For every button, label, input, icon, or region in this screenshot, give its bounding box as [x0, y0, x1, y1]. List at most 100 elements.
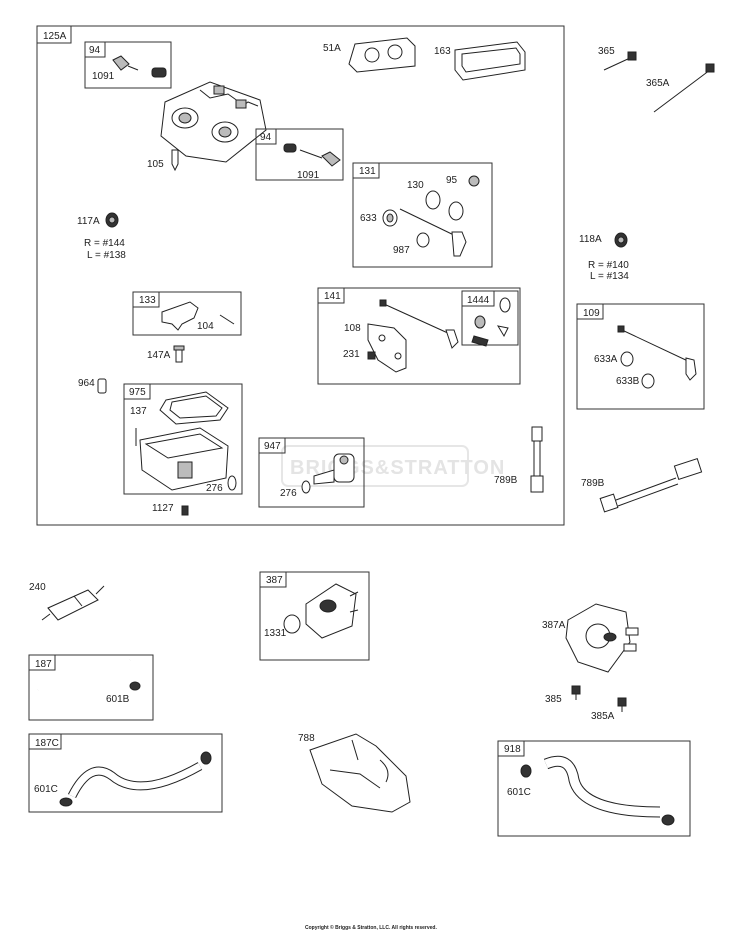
- part-fuel-hose-187[interactable]: [37, 657, 131, 693]
- part-float-pin-104[interactable]: [219, 314, 235, 325]
- part-bracket-788[interactable]: [309, 733, 411, 813]
- callout-964[interactable]: 964: [78, 378, 95, 389]
- group-box-94-mid[interactable]: [255, 128, 344, 181]
- callout-163[interactable]: 163: [434, 46, 451, 57]
- part-fuel-pump-387[interactable]: [305, 583, 359, 639]
- callout-385A[interactable]: 385A: [591, 711, 615, 722]
- part-clamp-601C-918-left[interactable]: [520, 764, 532, 778]
- part-screw-385A[interactable]: [617, 697, 627, 712]
- part-jet-117A[interactable]: [105, 212, 119, 228]
- part-throttle-shaft[interactable]: [399, 208, 467, 257]
- callout-788[interactable]: 788: [298, 733, 315, 744]
- part-shaft-109[interactable]: [617, 325, 697, 381]
- part-seal-633B[interactable]: [641, 373, 655, 389]
- callout-1331[interactable]: 1331: [264, 628, 287, 639]
- part-bolt-365[interactable]: [603, 51, 637, 71]
- group-box-141[interactable]: [317, 287, 521, 385]
- part-choke-plate-108[interactable]: [367, 323, 407, 373]
- part-float-bowl[interactable]: [135, 427, 229, 491]
- callout-789B-small[interactable]: 789B: [494, 475, 518, 486]
- part-float-133[interactable]: [161, 301, 199, 331]
- part-wire-789B-large[interactable]: [599, 458, 703, 513]
- part-fuel-pump-387A[interactable]: [565, 603, 639, 673]
- group-box-387[interactable]: [259, 571, 370, 661]
- part-fuel-hose-187C[interactable]: [67, 762, 203, 799]
- callout-108[interactable]: 108: [344, 323, 361, 334]
- group-box-187[interactable]: [28, 654, 154, 721]
- group-box-109[interactable]: [576, 303, 705, 410]
- group-box-125A[interactable]: [36, 25, 565, 526]
- tag-975[interactable]: 975: [123, 383, 151, 400]
- callout-365[interactable]: 365: [598, 46, 615, 57]
- tag-947[interactable]: 947: [258, 437, 286, 454]
- tag-141[interactable]: 141: [317, 287, 345, 304]
- group-box-975[interactable]: [123, 383, 243, 495]
- tag-131[interactable]: 131: [352, 162, 380, 179]
- tag-109[interactable]: 109: [576, 303, 604, 320]
- callout-1091-mid[interactable]: 1091: [297, 170, 320, 181]
- group-box-133[interactable]: [132, 291, 242, 336]
- callout-117A[interactable]: 117A: [77, 216, 100, 227]
- callout-130[interactable]: 130: [407, 180, 424, 191]
- callout-601C-918[interactable]: 601C: [507, 787, 531, 798]
- callout-987[interactable]: 987: [393, 245, 410, 256]
- callout-1127[interactable]: 1127: [152, 503, 174, 514]
- part-fuel-hose-918[interactable]: [543, 755, 661, 818]
- part-clamp-601C-right[interactable]: [200, 751, 212, 765]
- group-box-131[interactable]: [352, 162, 493, 268]
- part-fuel-filter-240[interactable]: [41, 585, 105, 621]
- callout-137[interactable]: 137: [130, 406, 147, 417]
- tag-187C[interactable]: 187C: [28, 733, 62, 750]
- part-mixture-screw-mid[interactable]: [283, 143, 341, 167]
- callout-118A[interactable]: 118A: [579, 234, 602, 245]
- part-seal-987[interactable]: [416, 232, 430, 248]
- group-box-918[interactable]: [497, 740, 691, 837]
- part-seal-633A[interactable]: [620, 351, 634, 367]
- part-bowl-gasket-137[interactable]: [159, 391, 229, 425]
- callout-276-975[interactable]: 276: [206, 483, 223, 494]
- part-screw-95[interactable]: [468, 175, 480, 187]
- callout-276-947[interactable]: 276: [280, 488, 297, 499]
- part-choke-shaft[interactable]: [379, 299, 459, 349]
- part-gasket-51A[interactable]: [348, 37, 416, 73]
- part-oring-1331[interactable]: [283, 614, 301, 634]
- tag-94-top[interactable]: 94: [84, 41, 106, 58]
- group-box-94-top[interactable]: [84, 41, 172, 89]
- tag-133[interactable]: 133: [132, 291, 160, 308]
- callout-365A[interactable]: 365A: [646, 78, 670, 89]
- callout-1091-top[interactable]: 1091: [92, 71, 115, 82]
- callout-105[interactable]: 105: [147, 159, 164, 170]
- callout-240[interactable]: 240: [29, 582, 46, 593]
- callout-95[interactable]: 95: [446, 175, 458, 186]
- callout-104[interactable]: 104: [197, 321, 214, 332]
- callout-633[interactable]: 633: [360, 213, 377, 224]
- tag-918[interactable]: 918: [497, 740, 525, 757]
- part-throttle-plate[interactable]: [425, 190, 464, 221]
- group-box-947[interactable]: [258, 437, 365, 508]
- part-plug-964[interactable]: [97, 378, 107, 394]
- part-choke-kit-1444[interactable]: [471, 297, 511, 347]
- group-box-187C[interactable]: [28, 733, 223, 813]
- part-screw-231[interactable]: [367, 351, 376, 360]
- part-wire-789B-small[interactable]: [530, 426, 544, 493]
- part-clamp-601C-left[interactable]: [59, 797, 73, 807]
- callout-147A[interactable]: 147A: [147, 350, 171, 361]
- part-screw-385[interactable]: [571, 685, 581, 700]
- part-oring-276-947[interactable]: [301, 480, 311, 494]
- callout-633A[interactable]: 633A: [594, 354, 618, 365]
- callout-385[interactable]: 385: [545, 694, 562, 705]
- callout-789B-large[interactable]: 789B: [581, 478, 605, 489]
- part-jet-147A[interactable]: [173, 345, 185, 363]
- tag-187[interactable]: 187: [28, 654, 56, 671]
- callout-633B[interactable]: 633B: [616, 376, 640, 387]
- part-seal-633[interactable]: [382, 209, 398, 227]
- tag-1444[interactable]: 1444: [461, 290, 495, 307]
- part-carburetor-body[interactable]: [160, 81, 267, 163]
- tag-125A[interactable]: 125A: [36, 25, 72, 44]
- callout-51A[interactable]: 51A: [323, 43, 341, 54]
- tag-387[interactable]: 387: [259, 571, 287, 588]
- part-idle-jet[interactable]: [171, 149, 179, 172]
- part-gasket-163[interactable]: [454, 41, 526, 81]
- part-oring-276-975[interactable]: [227, 475, 237, 491]
- part-screw-1127[interactable]: [181, 505, 189, 516]
